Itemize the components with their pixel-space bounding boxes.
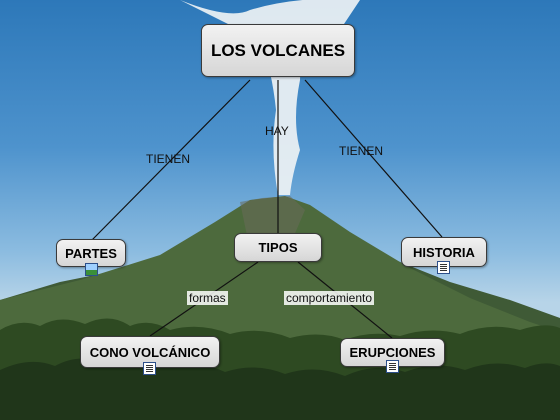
- node-cono-label: CONO VOLCÁNICO: [89, 344, 211, 360]
- line-title-partes: [91, 79, 251, 241]
- node-historia-label: HISTORIA: [413, 244, 475, 260]
- image-icon[interactable]: [85, 263, 98, 276]
- link-label-formas: formas: [187, 291, 228, 305]
- node-tipos-label: TIPOS: [258, 240, 298, 255]
- node-title-label: LOS VOLCANES: [210, 40, 346, 60]
- node-title[interactable]: LOS VOLCANES: [201, 24, 355, 77]
- link-label-hay: HAY: [265, 124, 289, 138]
- link-label-tienen-right: TIENEN: [339, 144, 384, 158]
- link-label-comportamiento: comportamiento: [284, 291, 375, 305]
- node-erupciones-label: ERUPCIONES: [349, 345, 436, 360]
- document-icon[interactable]: [386, 360, 399, 373]
- document-icon[interactable]: [437, 261, 450, 274]
- node-partes-label: PARTES: [65, 245, 117, 261]
- document-icon[interactable]: [143, 362, 156, 375]
- node-tipos[interactable]: TIPOS: [234, 233, 322, 262]
- line-title-historia: [304, 79, 443, 238]
- link-label-tienen-left: TIENEN: [146, 152, 191, 166]
